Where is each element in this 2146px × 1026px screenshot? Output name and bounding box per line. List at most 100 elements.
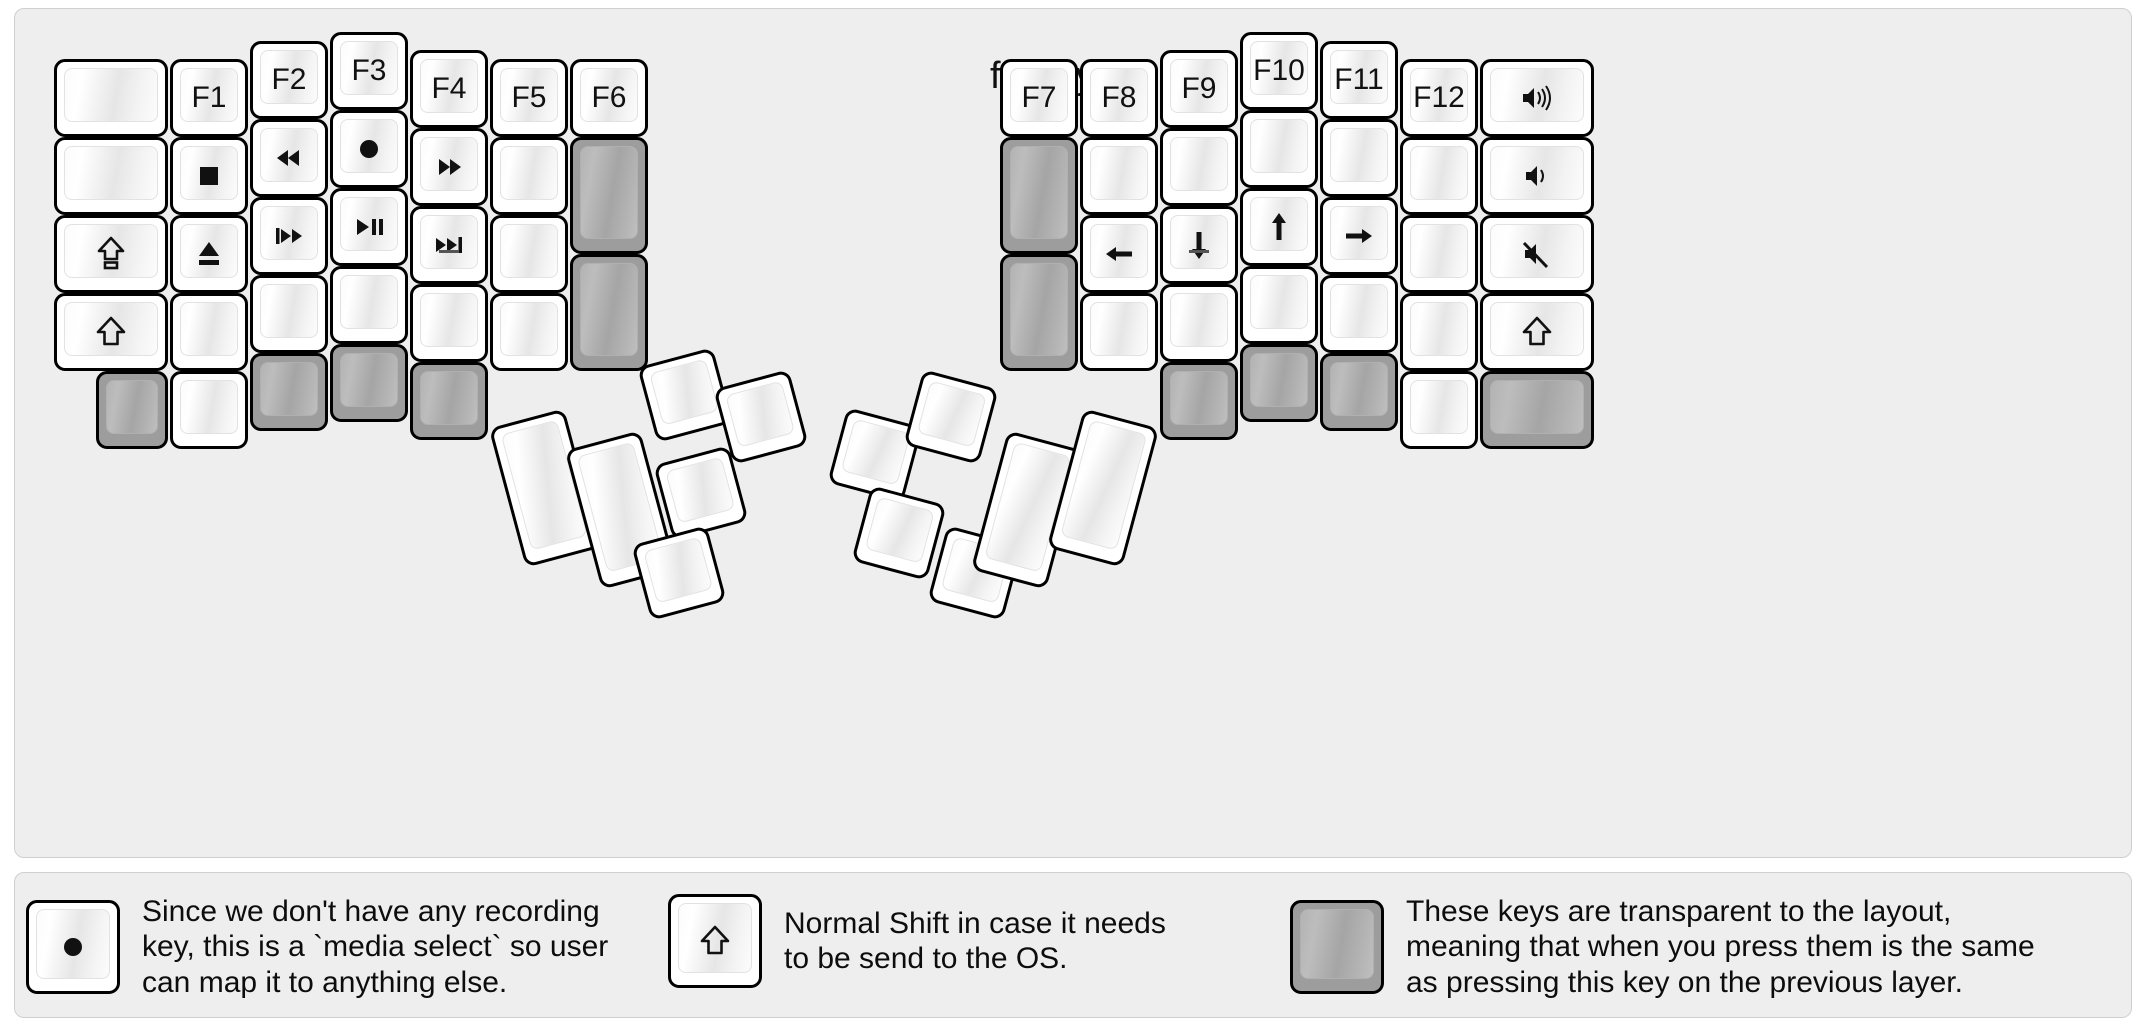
- key-blank-10[interactable]: [490, 293, 568, 371]
- key-media-play-pause[interactable]: [330, 188, 408, 266]
- key-shift-right[interactable]: [1480, 293, 1594, 371]
- keycap-surface: [1250, 119, 1308, 173]
- homing-bar: [439, 250, 459, 253]
- key-blank-14[interactable]: [1160, 284, 1238, 362]
- key-arrow-right[interactable]: [1320, 197, 1398, 275]
- legend-key-sample: [668, 894, 762, 988]
- key-blank-15[interactable]: [1240, 110, 1318, 188]
- key-f2[interactable]: F2: [250, 41, 328, 119]
- key-volume-down[interactable]: [1480, 137, 1594, 215]
- keycap-surface: [500, 224, 558, 278]
- keycap-surface: [340, 119, 398, 173]
- keycap-surface: [1410, 302, 1468, 356]
- key-media-eject[interactable]: [170, 215, 248, 293]
- keycap-surface: [64, 146, 158, 200]
- thumb-key-r2[interactable]: [903, 369, 999, 465]
- key-transparent-8[interactable]: [1000, 254, 1078, 371]
- key-f5[interactable]: F5: [490, 59, 568, 137]
- key-blank-12[interactable]: [1080, 293, 1158, 371]
- keycap-surface: [260, 284, 318, 338]
- key-blank-5[interactable]: [250, 275, 328, 353]
- keycap-surface: [580, 263, 638, 356]
- keycap-surface: [420, 59, 478, 113]
- key-transparent-2[interactable]: [250, 353, 328, 431]
- key-shift[interactable]: [54, 293, 168, 371]
- thumb-key-r3[interactable]: [851, 485, 947, 581]
- keycap-surface: [1010, 68, 1068, 122]
- key-transparent-6[interactable]: [570, 254, 648, 371]
- key-transparent-5[interactable]: [570, 137, 648, 254]
- keycap-surface: [64, 302, 158, 356]
- key-blank-18[interactable]: [1320, 275, 1398, 353]
- keycap-surface: [260, 128, 318, 182]
- key-blank-22[interactable]: [1400, 371, 1478, 449]
- keycap-surface: [180, 68, 238, 122]
- keycap-surface: [1330, 362, 1388, 416]
- key-volume-mute[interactable]: [1480, 215, 1594, 293]
- media-record-icon: [29, 903, 117, 991]
- key-blank-2[interactable]: [54, 137, 168, 215]
- key-blank-9[interactable]: [490, 215, 568, 293]
- key-volume-up[interactable]: [1480, 59, 1594, 137]
- legend-key-sample: [26, 900, 120, 995]
- key-transparent-10[interactable]: [1240, 344, 1318, 422]
- key-blank-6[interactable]: [330, 266, 408, 344]
- key-blank-7[interactable]: [410, 284, 488, 362]
- keycap-surface: [1490, 380, 1584, 434]
- keycap-surface: [864, 496, 935, 564]
- legend-panel: [14, 872, 2132, 1018]
- keycap-surface: [340, 41, 398, 95]
- legend-key-blank: [1293, 903, 1381, 991]
- thumb-key-r6[interactable]: [1046, 408, 1160, 568]
- key-blank-4[interactable]: [170, 371, 248, 449]
- key-blank-3[interactable]: [170, 293, 248, 371]
- key-blank-11[interactable]: [1080, 137, 1158, 215]
- keycap-surface: [1090, 68, 1148, 122]
- legend-description: Normal Shift in case it needs to be send…: [784, 906, 1166, 975]
- key-media-next-track[interactable]: [410, 206, 488, 284]
- key-blank-1[interactable]: [54, 59, 168, 137]
- key-f6[interactable]: F6: [570, 59, 648, 137]
- homing-bar: [1189, 250, 1209, 253]
- keycap-surface: [500, 68, 558, 122]
- key-blank-17[interactable]: [1320, 119, 1398, 197]
- legend-key-sample: [1290, 900, 1384, 995]
- key-blank-16[interactable]: [1240, 266, 1318, 344]
- key-transparent-3[interactable]: [330, 344, 408, 422]
- keycap-surface: [580, 146, 638, 239]
- key-transparent-1[interactable]: [96, 371, 168, 449]
- keycap-surface: [1170, 293, 1228, 347]
- legend-item-transparent: These keys are transparent to the layout…: [1290, 894, 2120, 1000]
- key-media-prev-track[interactable]: [250, 197, 328, 275]
- key-blank-19[interactable]: [1400, 137, 1478, 215]
- key-media-rewind[interactable]: [250, 119, 328, 197]
- legend-description: Since we don't have any recording key, t…: [142, 895, 609, 999]
- key-f10[interactable]: F10: [1240, 32, 1318, 110]
- keycap-surface: [1410, 380, 1468, 434]
- keycap-surface: [180, 302, 238, 356]
- keycap-surface: [500, 302, 558, 356]
- key-transparent-4[interactable]: [410, 362, 488, 440]
- key-transparent-12[interactable]: [1480, 371, 1594, 449]
- key-caps-lock[interactable]: [54, 215, 168, 293]
- key-arrow-down[interactable]: [1160, 206, 1238, 284]
- key-transparent-9[interactable]: [1160, 362, 1238, 440]
- keycap-surface: [106, 380, 158, 434]
- key-arrow-up[interactable]: [1240, 188, 1318, 266]
- key-f12[interactable]: F12: [1400, 59, 1478, 137]
- keycap-surface: [1330, 284, 1388, 338]
- key-f1[interactable]: F1: [170, 59, 248, 137]
- keycap-surface: [420, 137, 478, 191]
- key-media-record[interactable]: [330, 110, 408, 188]
- keycap-surface: [1250, 275, 1308, 329]
- keycap-surface: [1090, 302, 1148, 356]
- key-blank-13[interactable]: [1160, 128, 1238, 206]
- keycap-surface: [64, 68, 158, 122]
- key-transparent-7[interactable]: [1000, 137, 1078, 254]
- key-blank-8[interactable]: [490, 137, 568, 215]
- key-blank-21[interactable]: [1400, 293, 1478, 371]
- key-transparent-11[interactable]: [1320, 353, 1398, 431]
- legend-description: These keys are transparent to the layout…: [1406, 895, 2035, 999]
- key-blank-20[interactable]: [1400, 215, 1478, 293]
